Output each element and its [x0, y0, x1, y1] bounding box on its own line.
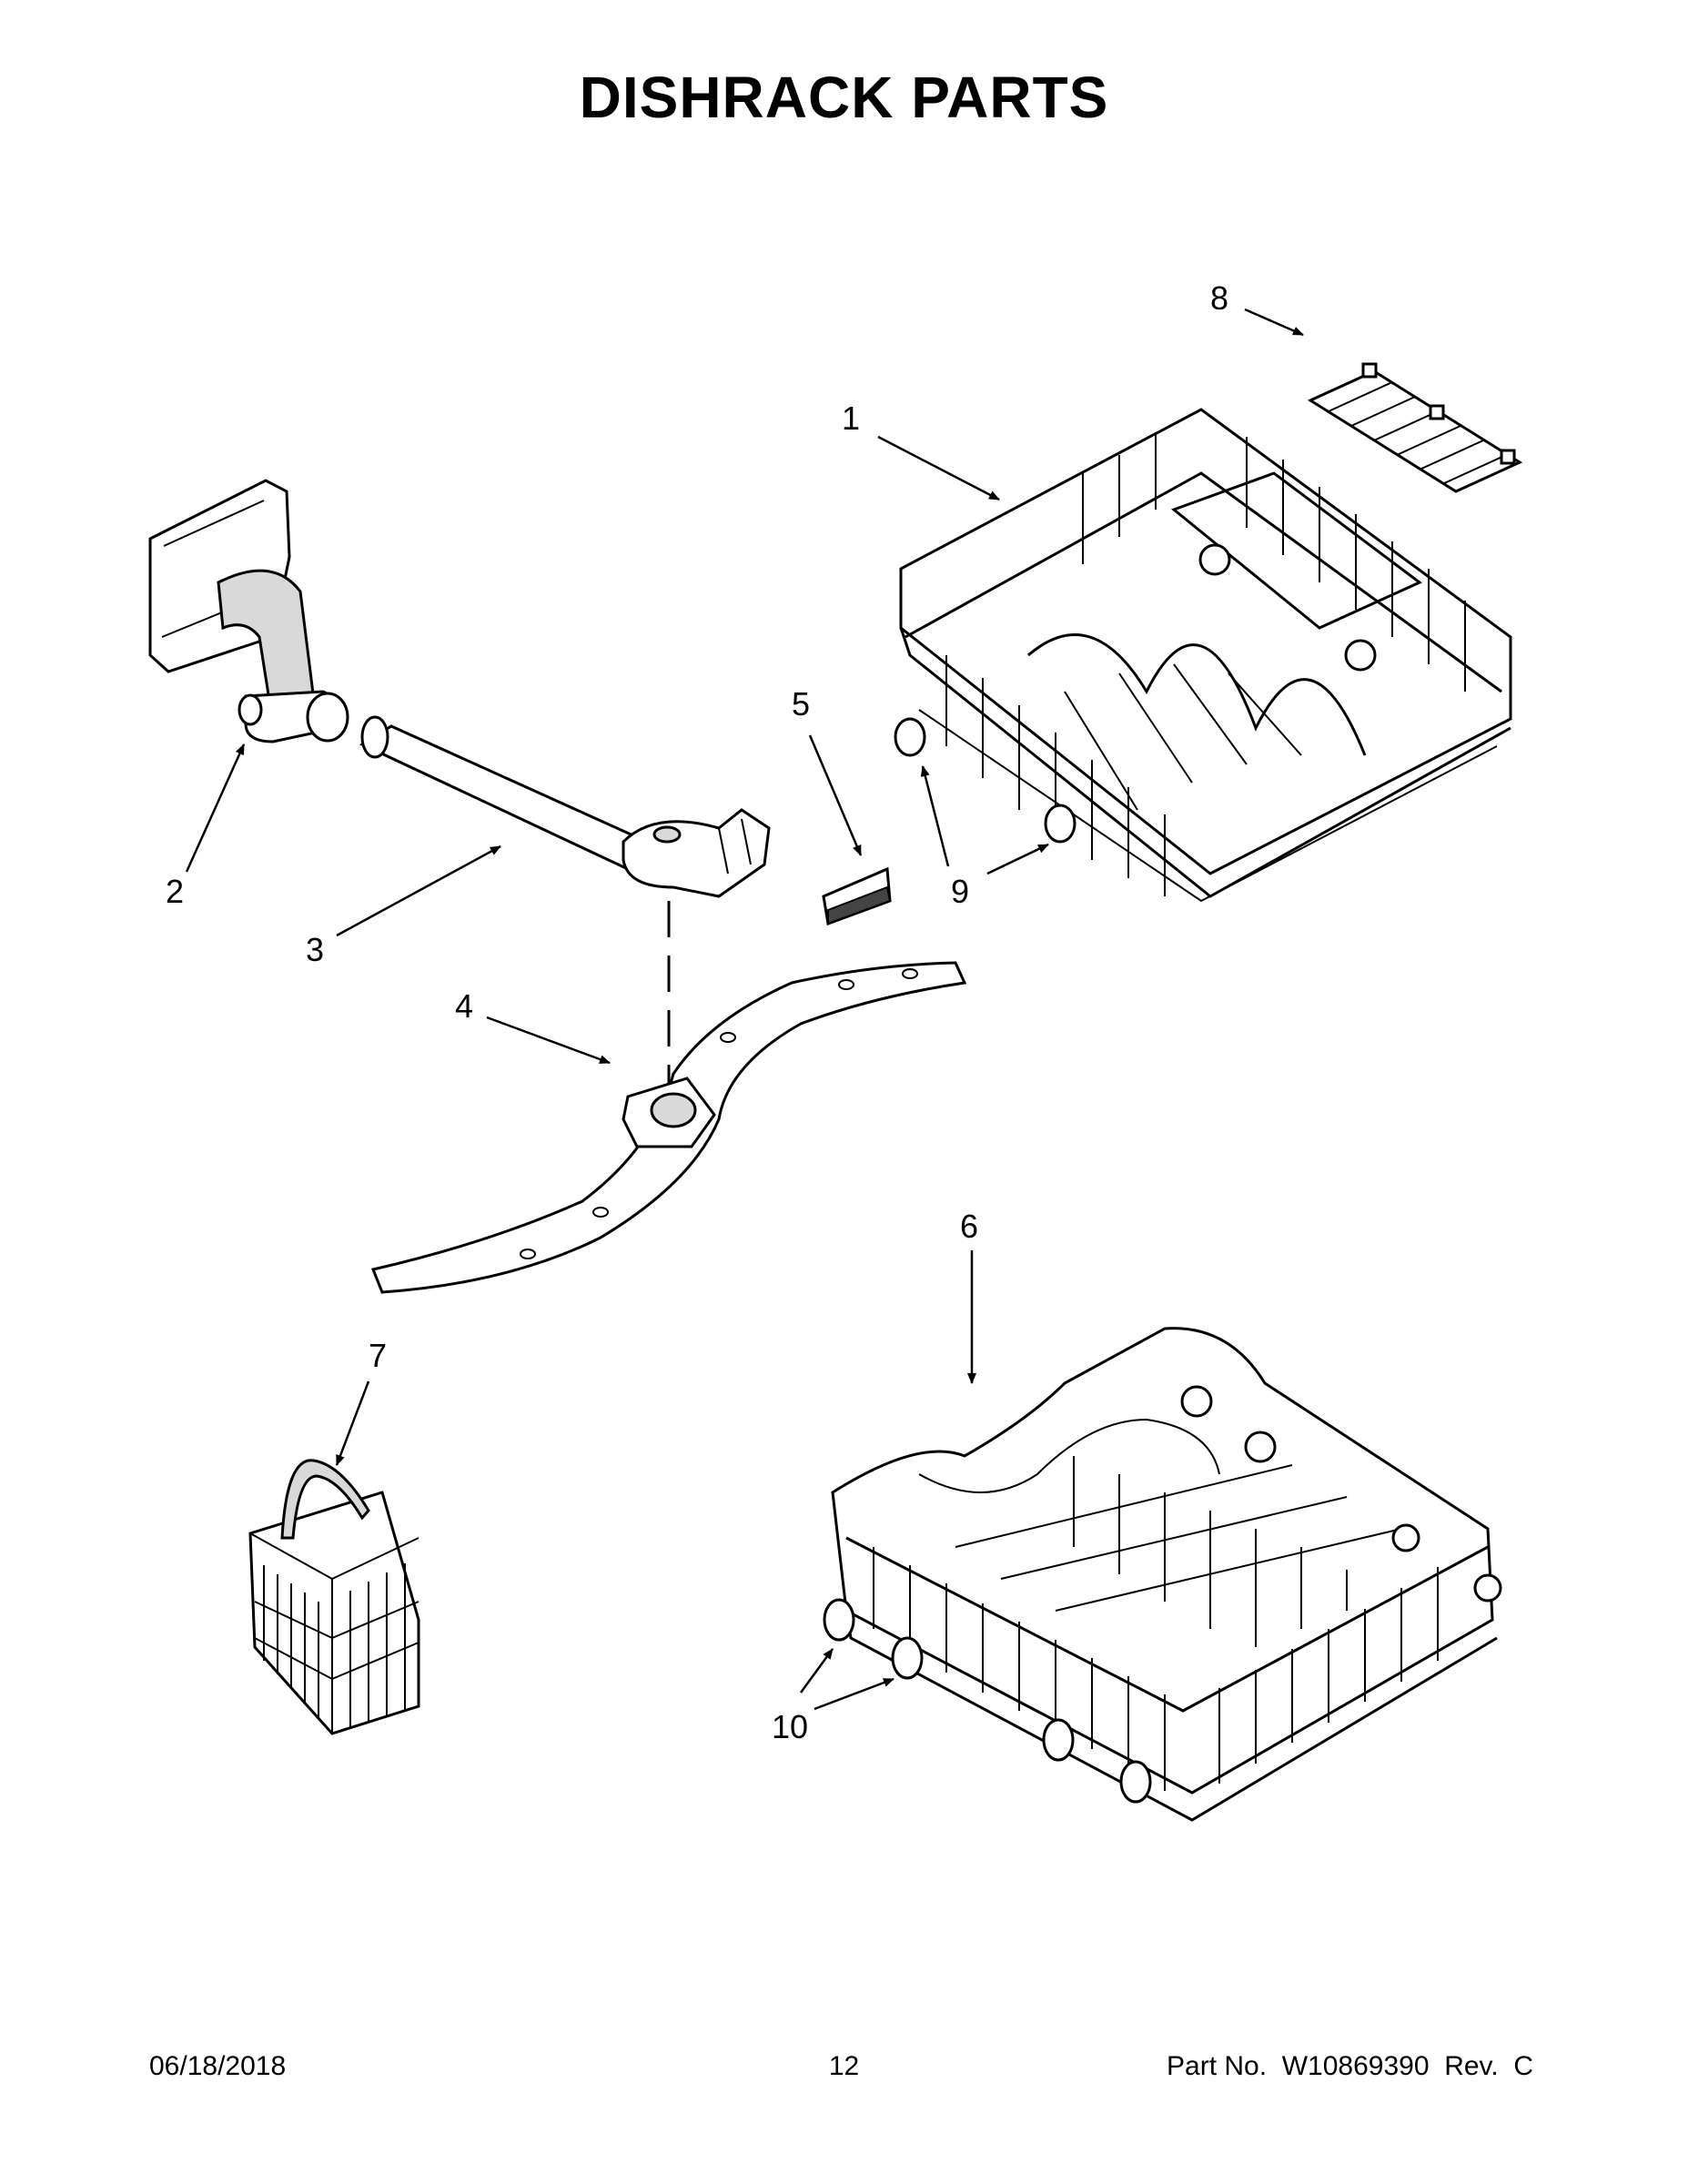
upper-rack: [894, 408, 1512, 903]
page-title: DISHRACK PARTS: [579, 65, 1109, 130]
rack-clip-icon: [1473, 1573, 1502, 1603]
leader-9a: [920, 765, 950, 867]
rack-wheel-icon: [894, 717, 926, 757]
silverware-basket: [248, 1459, 420, 1735]
leader-2: [185, 743, 246, 873]
leader-5: [808, 734, 863, 856]
callout-8: 8: [1210, 279, 1228, 317]
tine-row: [1307, 362, 1523, 493]
callout-9: 9: [951, 873, 969, 910]
leader-lines: [185, 308, 1304, 1711]
callout-5: 5: [792, 685, 810, 723]
lower-rack-wheels: [823, 1598, 1152, 1804]
leader-4: [486, 1016, 611, 1065]
leader-10b: [814, 1677, 895, 1711]
callout-2: 2: [166, 873, 184, 910]
callout-10: 10: [772, 1708, 808, 1745]
water-manifold: [148, 479, 349, 743]
rack-wheel-icon: [1044, 804, 1076, 844]
leader-8: [1244, 308, 1304, 337]
rack-clip-icon: [1180, 1385, 1213, 1418]
callout-4: 4: [455, 987, 473, 1025]
leader-7: [335, 1380, 370, 1466]
rack-adjuster-icon: [1198, 543, 1231, 576]
footer-date: 06/18/2018: [149, 2051, 287, 2081]
leader-1: [877, 435, 1000, 501]
callout-labels: 1 2 3 4 5 6 7 8 9 10: [166, 279, 1228, 1745]
callout-1: 1: [842, 399, 860, 437]
leader-3: [336, 844, 501, 937]
leader-9b: [986, 843, 1049, 875]
rack-clip-icon: [1391, 1523, 1420, 1552]
footer-page-number: 12: [828, 2051, 860, 2081]
lower-rack: [823, 1327, 1502, 1822]
rack-clip-icon: [1244, 1431, 1277, 1463]
leader-10a: [799, 1648, 834, 1694]
callout-3: 3: [306, 931, 324, 968]
callout-7: 7: [369, 1337, 387, 1374]
spray-conduit: [359, 715, 771, 898]
seal-part: [822, 866, 892, 926]
lower-spray-arm: [370, 961, 967, 1294]
footer-part-number: Part No. W10869390 Rev. C: [1167, 2051, 1533, 2081]
callout-6: 6: [960, 1208, 978, 1245]
